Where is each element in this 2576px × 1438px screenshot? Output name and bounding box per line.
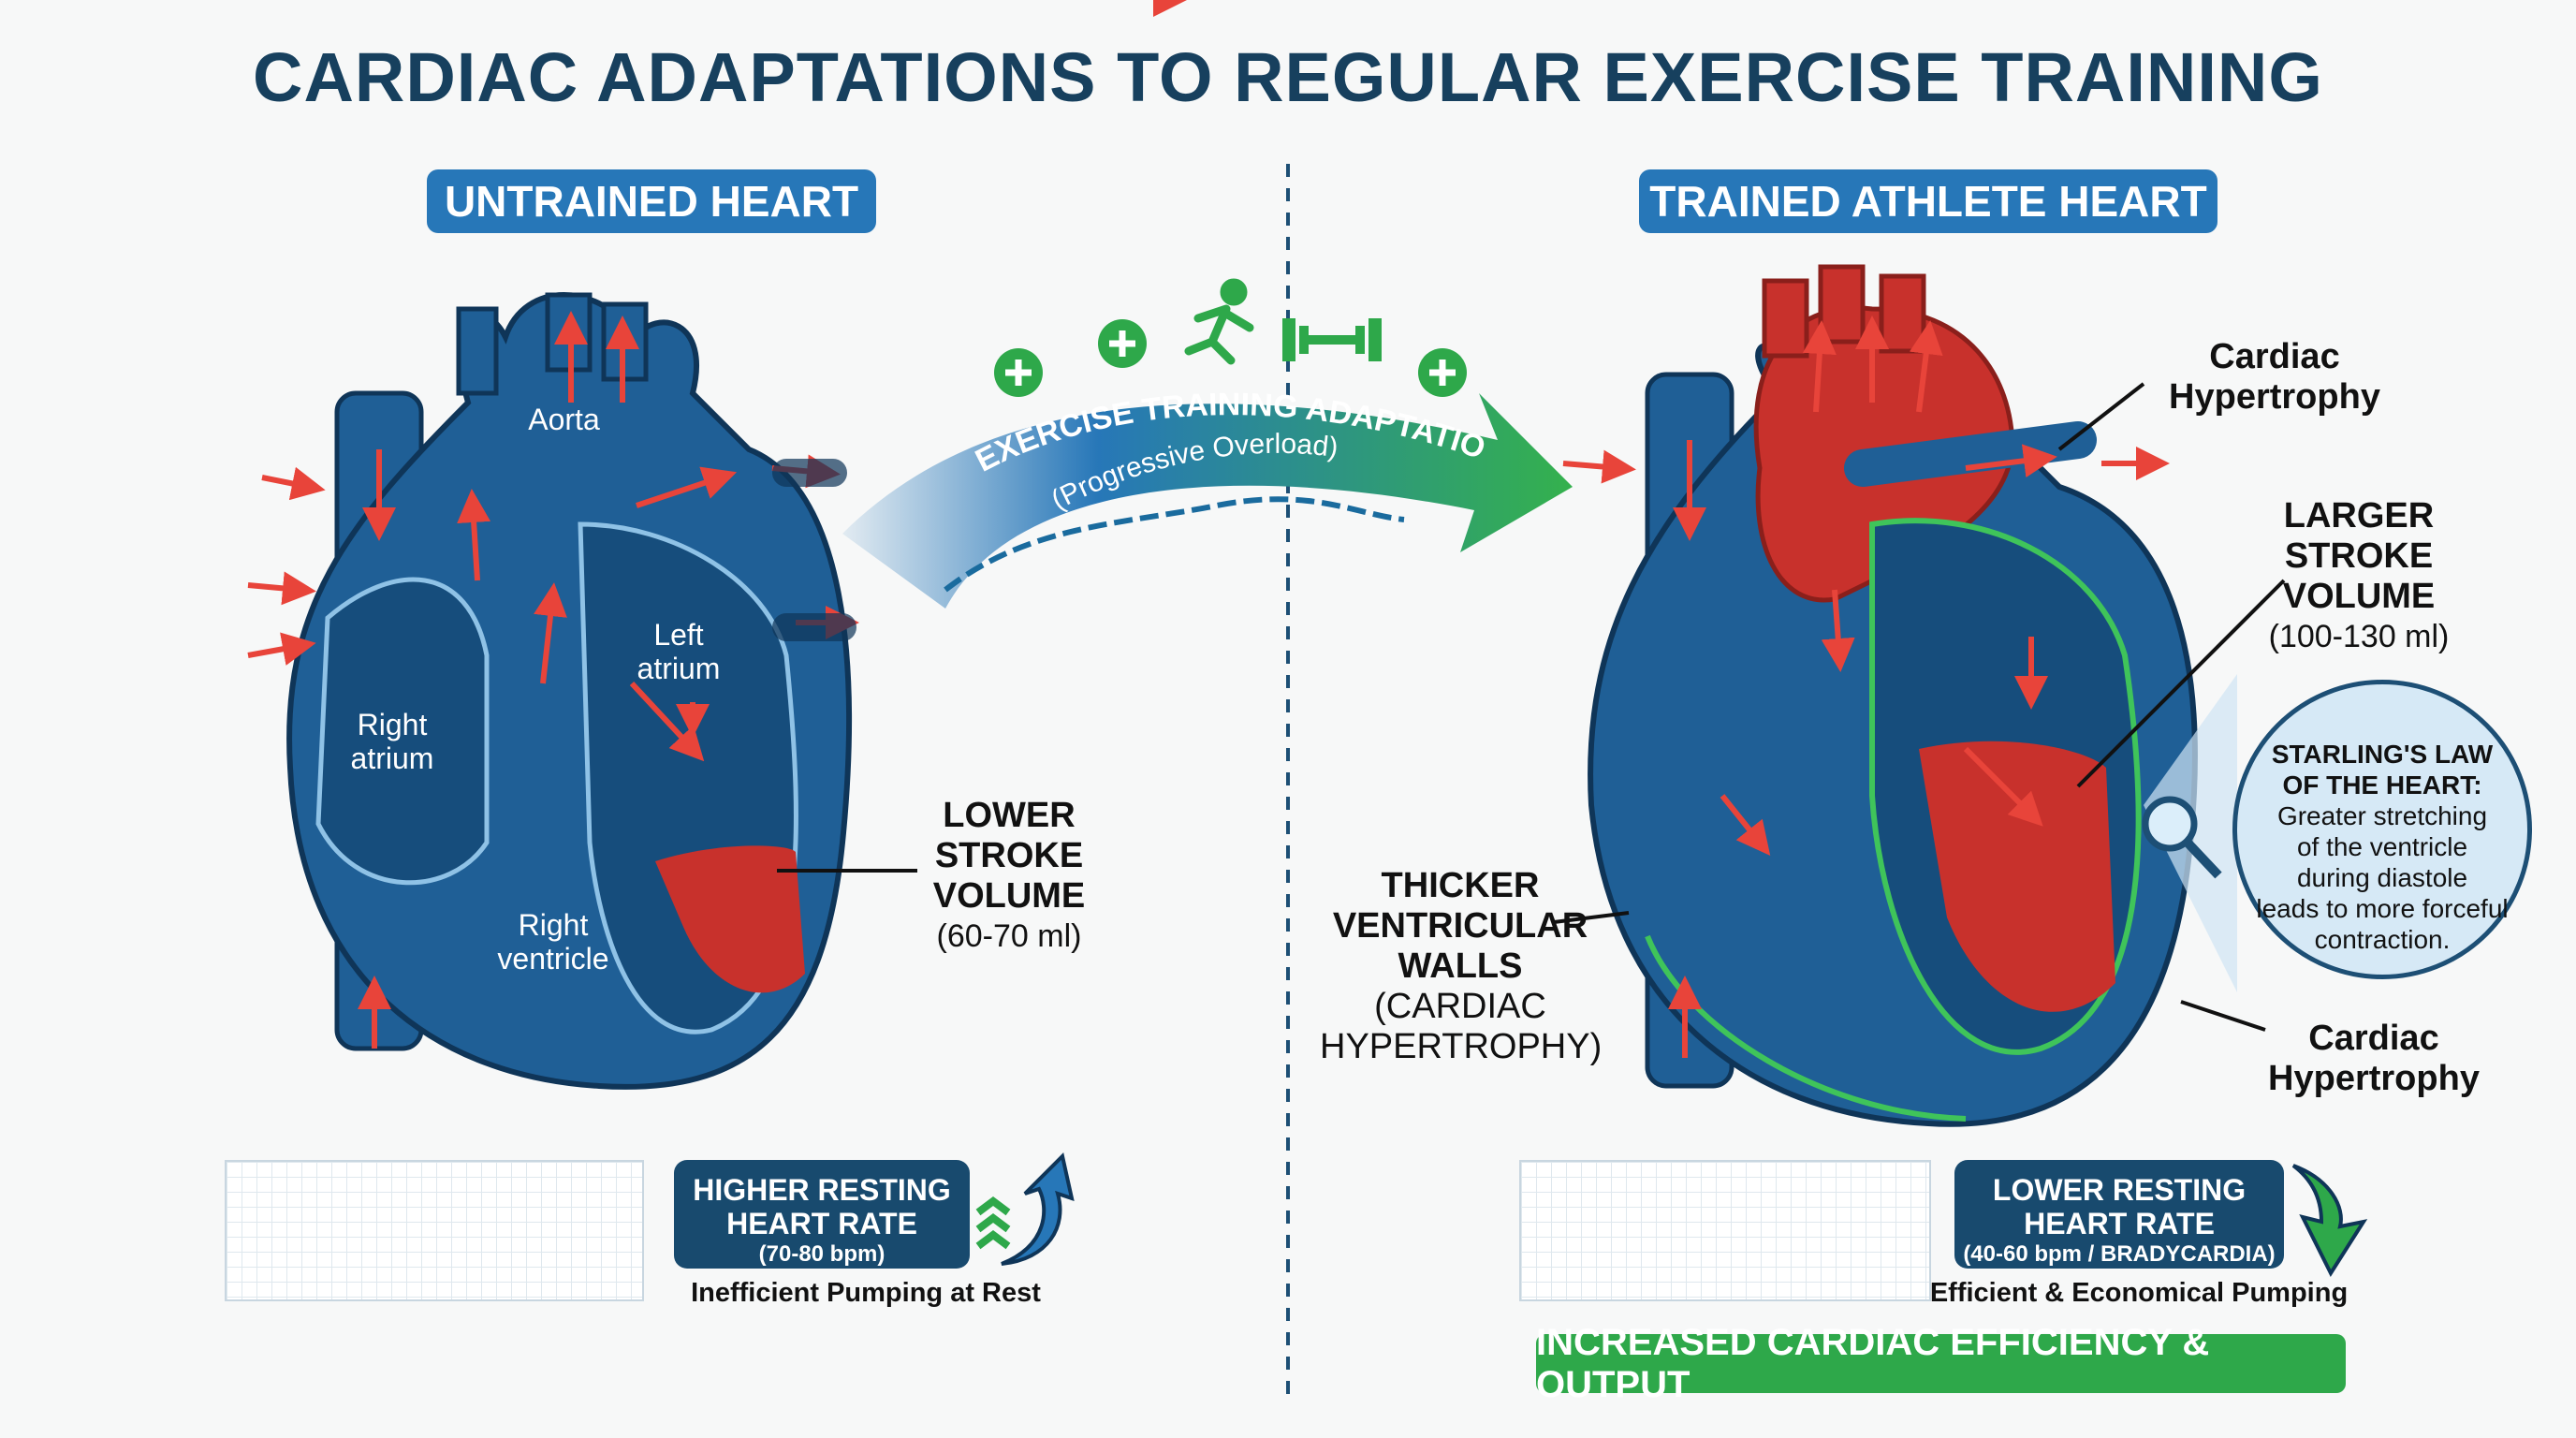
arrow-up-icon bbox=[1001, 1152, 1075, 1266]
dumbbell-icon bbox=[1282, 318, 1382, 361]
trained-heart-drawing bbox=[1562, 264, 2198, 1127]
page-title: CARDIAC ADAPTATIONS TO REGULAR EXERCISE … bbox=[253, 38, 2323, 116]
untrained-heart-badge: UNTRAINED HEART bbox=[427, 169, 876, 233]
magnifier-icon bbox=[2142, 796, 2222, 879]
arrow-down-icon bbox=[2291, 1164, 2368, 1278]
runner-icon bbox=[1184, 278, 1254, 365]
ecg-grid-trained bbox=[1519, 1160, 1931, 1301]
adaptation-arrow bbox=[842, 393, 1573, 609]
summary-banner: INCREASED CARDIAC EFFICIENCY & OUTPUT bbox=[1536, 1322, 2346, 1405]
label-aorta: Aorta bbox=[528, 403, 600, 436]
trained-heart-badge: TRAINED ATHLETE HEART bbox=[1639, 169, 2217, 233]
label-left-atrium: Left atrium bbox=[637, 618, 721, 685]
untrained-heart-drawing bbox=[247, 292, 859, 1090]
label-right-ventricle: Right ventricle bbox=[497, 908, 609, 976]
efficient-pumping-caption: Efficient & Economical Pumping bbox=[1929, 1278, 2349, 1308]
dna-strand bbox=[944, 496, 1405, 593]
chevrons-up-icon bbox=[975, 1196, 1011, 1250]
inefficient-pumping-caption: Inefficient Pumping at Rest bbox=[691, 1278, 1041, 1308]
ecg-grid-untrained bbox=[225, 1160, 644, 1301]
label-right-atrium: Right atrium bbox=[350, 708, 434, 775]
